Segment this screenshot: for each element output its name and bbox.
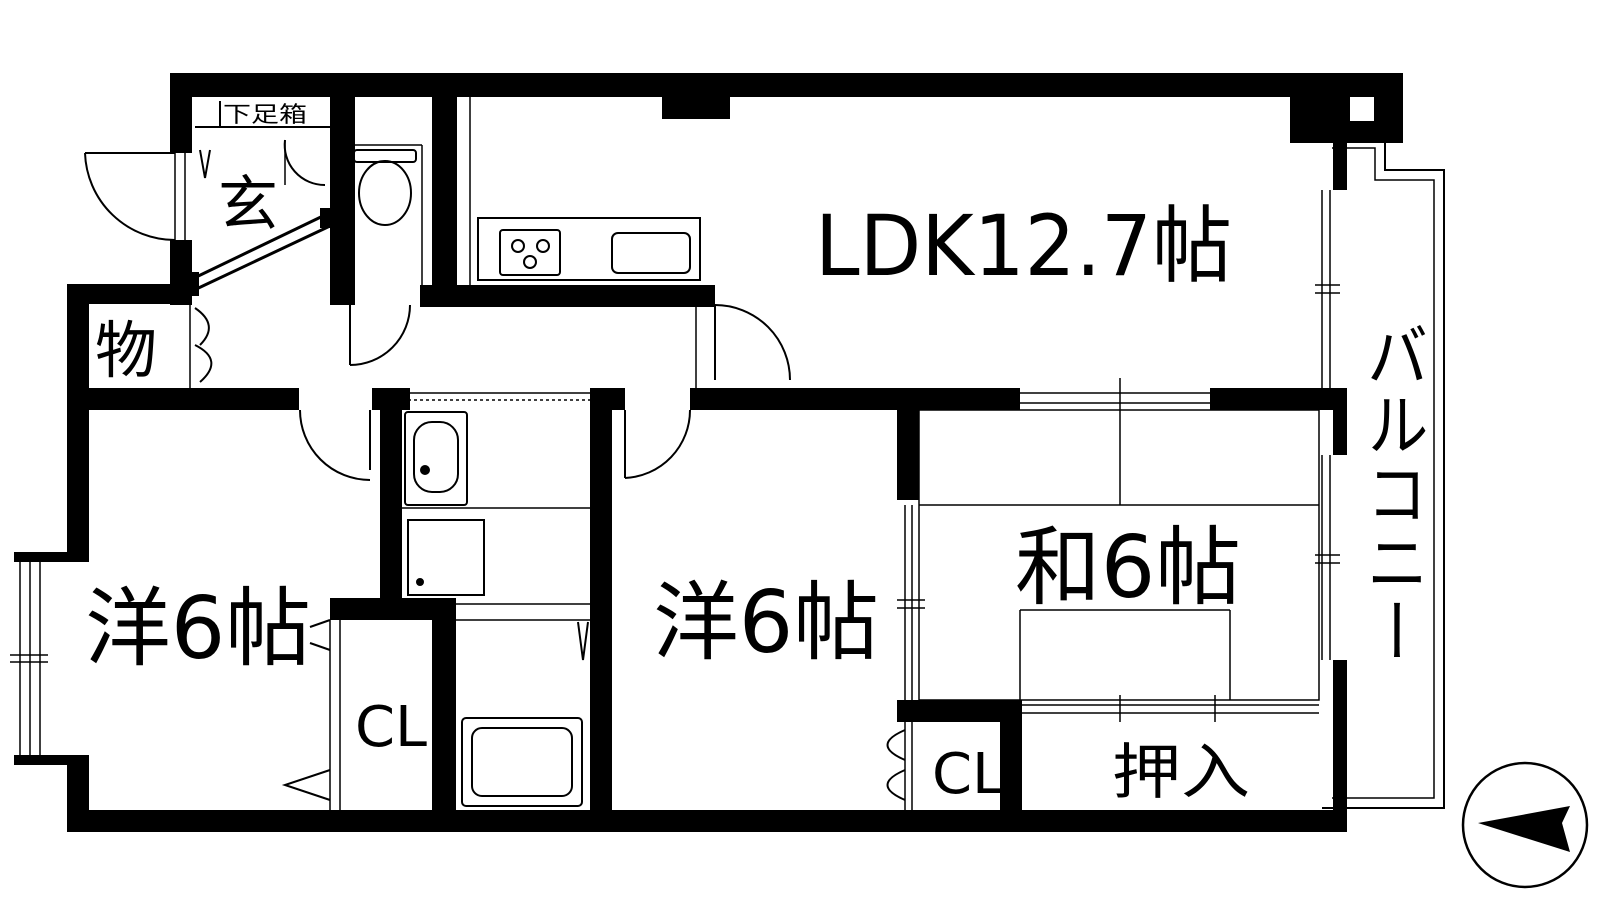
sink-icon: [611, 232, 691, 274]
oshiire-label: 押入: [1112, 738, 1250, 808]
stove-icon: [499, 229, 561, 276]
western-room-center-label: 洋6帖: [653, 573, 879, 673]
bathtub-icon: [461, 717, 583, 807]
shoe-box-label: 下足箱: [223, 103, 307, 128]
entrance-label: 玄: [218, 170, 278, 240]
toilet-icon: [353, 149, 417, 226]
storage-label: 物: [95, 314, 157, 387]
balcony-label: バルコニー: [1356, 320, 1429, 665]
ldk-label: LDK12.7帖: [815, 197, 1232, 295]
north-arrow-icon: [1461, 761, 1589, 889]
closet-center-label: CL: [932, 742, 1004, 807]
japanese-room-label: 和6帖: [1015, 518, 1241, 618]
washbasin-icon: [404, 411, 468, 506]
fixtures: [10, 97, 1340, 810]
washer-icon: [407, 519, 485, 596]
western-room-left-label: 洋6帖: [85, 579, 311, 679]
closet-left-label: CL: [355, 695, 427, 760]
walls: [14, 73, 1403, 832]
